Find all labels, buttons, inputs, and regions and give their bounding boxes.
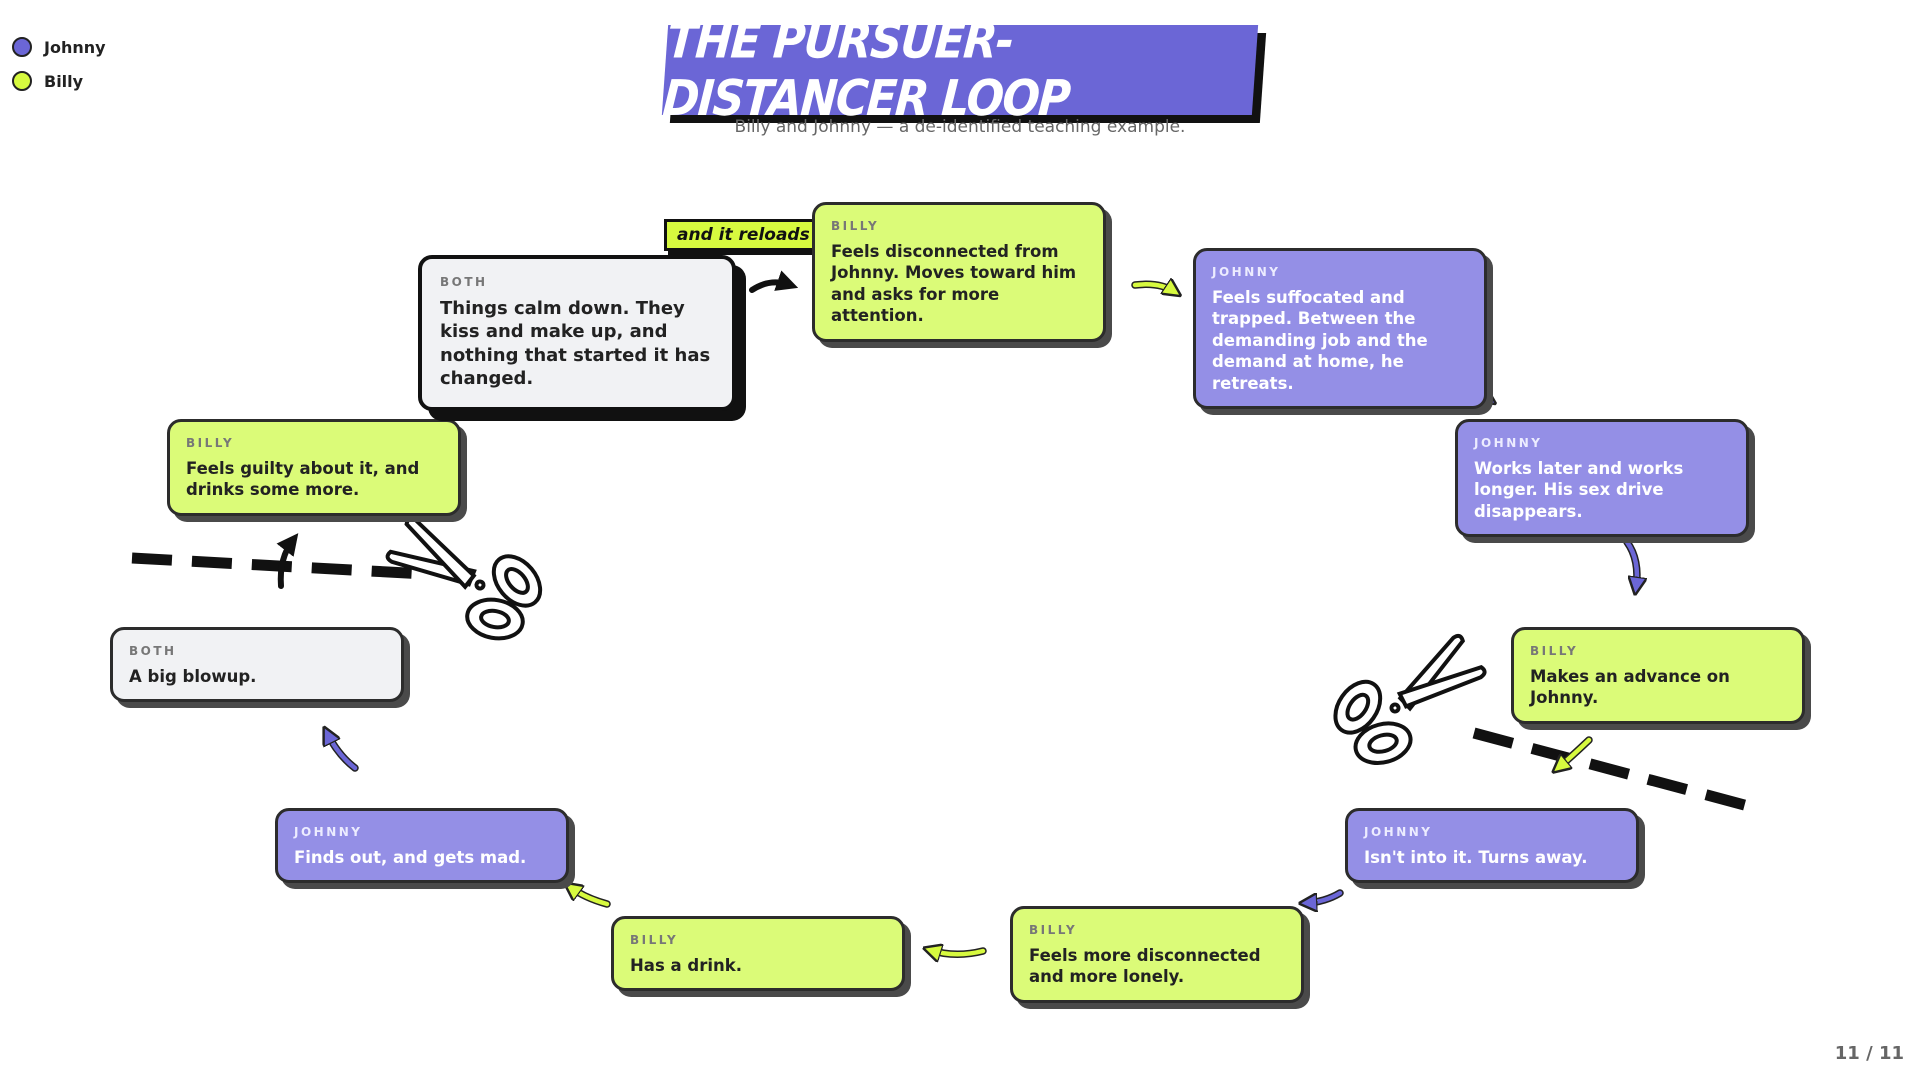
cut-line-right (1472, 727, 1754, 813)
card-text: A big blowup. (129, 667, 257, 686)
legend-item-billy: Billy (12, 64, 106, 98)
card-both-blowup: BOTH A big blowup. (110, 627, 404, 703)
arrow-calm-to-reload (749, 270, 799, 293)
arrow-billy-to-johnny (1131, 284, 1175, 292)
card-tag: BILLY (1530, 644, 1579, 658)
page-number: 11 / 11 (1834, 1043, 1904, 1064)
title-box: THE PURSUER-DISTANCER LOOP (661, 13, 1259, 127)
card-johnny-gets-mad: JOHNNY Finds out, and gets mad. (275, 808, 569, 884)
card-tag: BILLY (1029, 923, 1078, 937)
card-tag: BOTH (129, 644, 177, 658)
card-billy-lonely: BILLY Feels more disconnected and more l… (1010, 906, 1304, 1003)
card-billy-guilty: BILLY Feels guilty about it, and drinks … (167, 419, 461, 516)
page-title: THE PURSUER-DISTANCER LOOP (661, 12, 1072, 128)
arrow-works-later-to-advance (1623, 538, 1637, 588)
card-tag: BILLY (186, 436, 235, 450)
title-banner: THE PURSUER-DISTANCER LOOP (661, 13, 1267, 127)
arrow-gets-mad-to-blowup (327, 733, 359, 772)
card-text: Isn't into it. Turns away. (1364, 848, 1588, 867)
legend: Johnny Billy (12, 30, 106, 98)
card-text: Feels suffocated and trapped. Between th… (1212, 288, 1428, 393)
cut-line-left (131, 552, 426, 580)
arrow-advance-to-turns-away (1558, 736, 1593, 768)
card-billy-disconnected: BILLY Feels disconnected from Johnny. Mo… (812, 202, 1106, 342)
card-johnny-turns-away: JOHNNY Isn't into it. Turns away. (1345, 808, 1639, 884)
card-both-calm-down: BOTH Things calm down. They kiss and mak… (418, 255, 736, 411)
card-johnny-works-later: JOHNNY Works later and works longer. His… (1455, 419, 1749, 538)
card-tag: JOHNNY (1474, 436, 1543, 450)
card-text: Feels more disconnected and more lonely. (1029, 946, 1261, 987)
card-tag: BILLY (831, 219, 880, 233)
card-text: Feels guilty about it, and drinks some m… (186, 459, 420, 500)
legend-label: Johnny (44, 37, 106, 57)
card-text: Finds out, and gets mad. (294, 848, 527, 867)
card-text: Works later and works longer. His sex dr… (1474, 459, 1684, 521)
legend-dot-johnny (12, 37, 32, 57)
scissors-icon (1333, 633, 1487, 765)
card-johnny-suffocated: JOHNNY Feels suffocated and trapped. Bet… (1193, 248, 1487, 410)
card-billy-advance: BILLY Makes an advance on Johnny. (1511, 627, 1805, 724)
card-tag: BOTH (440, 275, 488, 289)
card-text: Makes an advance on Johnny. (1530, 667, 1730, 708)
page-subtitle: Billy and Johnny — a de-identified teach… (734, 117, 1186, 137)
arrow-drink-to-gets-mad (570, 887, 611, 908)
card-text: Has a drink. (630, 956, 742, 975)
reload-badge: and it reloads (664, 219, 823, 251)
card-tag: JOHNNY (1364, 825, 1433, 839)
card-tag: JOHNNY (294, 825, 363, 839)
card-text: Feels disconnected from Johnny. Moves to… (831, 242, 1077, 326)
legend-label: Billy (44, 71, 84, 91)
legend-dot-billy (12, 71, 32, 91)
card-tag: JOHNNY (1212, 265, 1281, 279)
arrow-turns-away-to-lonely (1306, 889, 1344, 903)
legend-item-johnny: Johnny (12, 30, 106, 64)
card-billy-drink: BILLY Has a drink. (611, 916, 905, 992)
arrow-blowup-to-guilty (276, 533, 299, 589)
arrow-lonely-to-drink (930, 950, 987, 954)
card-text: Things calm down. They kiss and make up,… (440, 298, 711, 390)
card-tag: BILLY (630, 933, 679, 947)
